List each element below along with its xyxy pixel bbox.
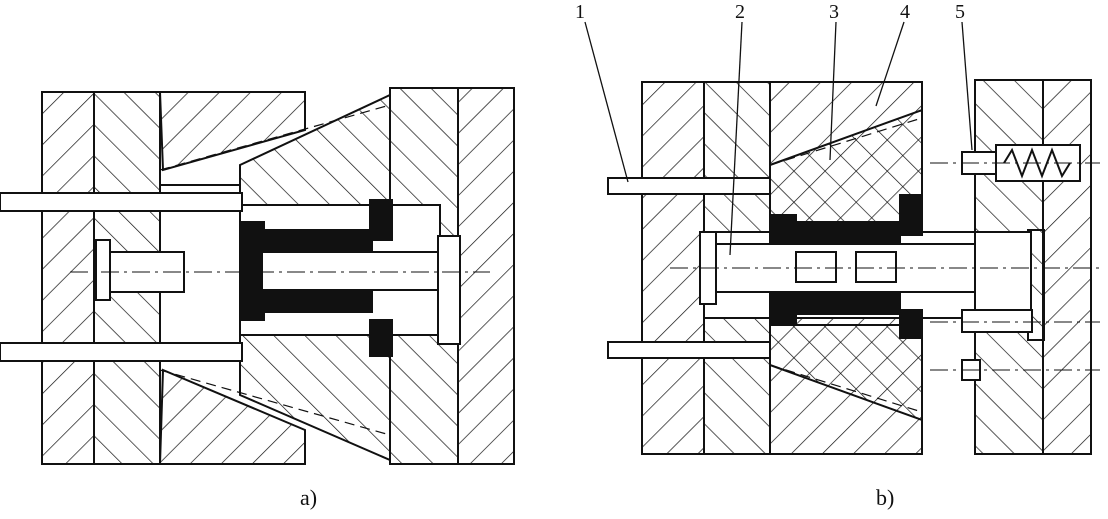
- a-seal-ring-2: [369, 199, 393, 241]
- a-puller-head: [95, 239, 111, 301]
- b-right-bore: [974, 231, 1032, 319]
- leader-4: [875, 21, 905, 107]
- callout-4: 4: [900, 1, 910, 23]
- a-seal-bar-2: [263, 289, 373, 313]
- b-seal-bar-top: [795, 221, 901, 245]
- callout-5: 5: [955, 1, 965, 23]
- b-ejector-rod-top: [607, 177, 771, 195]
- b-seal-right-low: [899, 309, 923, 339]
- callout-1: 1: [575, 1, 585, 23]
- a-left-plate: [41, 91, 95, 465]
- b-rod-nut-1: [795, 251, 837, 283]
- callout-2: 2: [735, 1, 745, 23]
- a-seal-ring-1: [239, 221, 265, 321]
- a-lower-block: [158, 368, 306, 465]
- a-central-pin: [261, 251, 441, 291]
- b-ejector-rod-bottom: [607, 341, 771, 359]
- b-seal-bar-bottom: [795, 291, 901, 315]
- a-ejector-rod-top: [0, 192, 243, 212]
- b-rod-nut-2: [855, 251, 897, 283]
- leader-1: [584, 21, 629, 183]
- a-ejector-rod-bottom: [0, 342, 243, 362]
- figure-a-caption: a): [300, 485, 318, 510]
- callout-3: 3: [829, 1, 839, 23]
- b-right-plate-2: [1042, 79, 1092, 455]
- a-seal-bar: [263, 229, 373, 253]
- figure-b-drawing: [584, 21, 1100, 455]
- leader-5: [961, 21, 973, 151]
- a-upper-block: [158, 91, 306, 172]
- leader-2: [729, 21, 743, 256]
- a-pin-head: [437, 235, 461, 345]
- leader-3: [829, 21, 837, 161]
- figure-a-drawing: [0, 87, 515, 465]
- b-seal-right: [899, 194, 923, 236]
- figure-b-caption: b): [876, 485, 895, 510]
- b-stop-pin-1: [961, 309, 1033, 333]
- a-right-plate-2: [457, 87, 515, 465]
- a-seal-ring-3: [369, 319, 393, 357]
